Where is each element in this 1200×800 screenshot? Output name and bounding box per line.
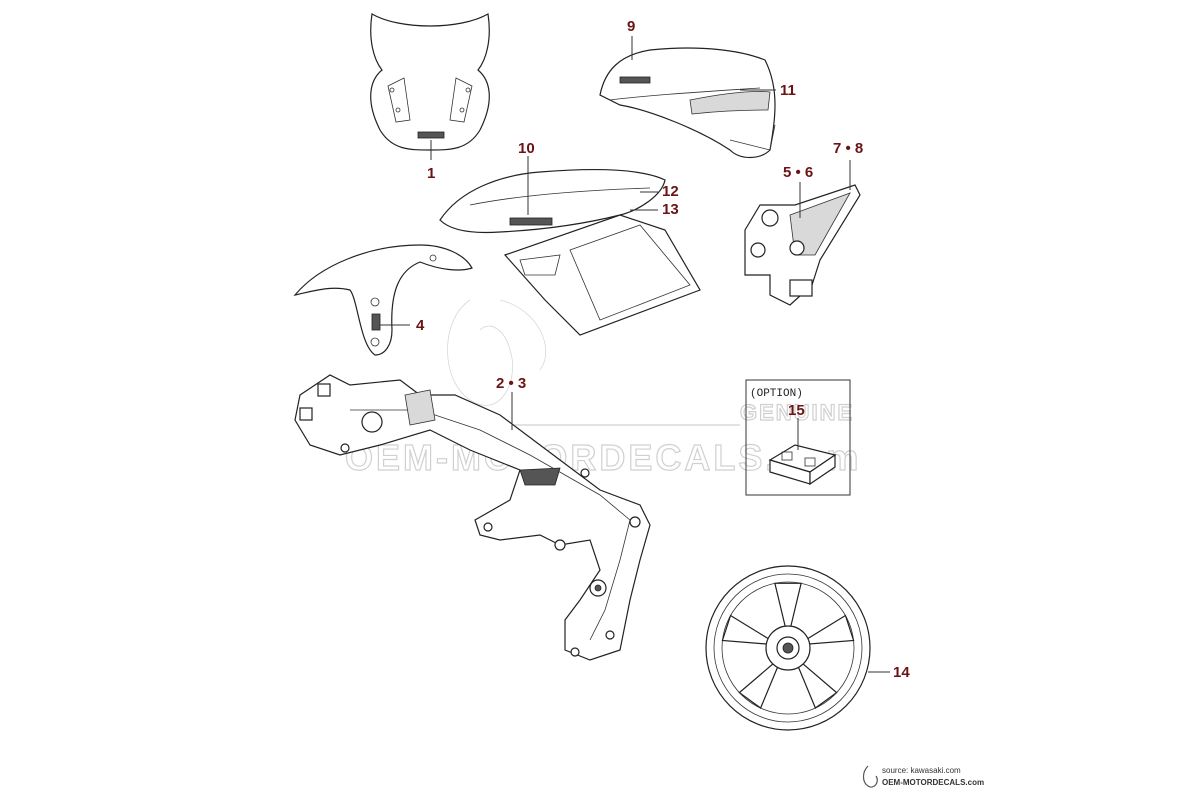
credit-source: source: kawasaki.com: [882, 766, 961, 775]
callout-5-6: 5 • 6: [783, 164, 813, 181]
callout-14: 14: [893, 664, 910, 681]
option-box: (OPTION): [745, 379, 851, 496]
watermark-logo-icon: [447, 299, 547, 406]
callout-7-8: 7 • 8: [833, 140, 863, 157]
side-cowl: [439, 169, 701, 336]
callout-12: 12: [662, 183, 679, 200]
frame: [294, 374, 651, 661]
callout-9: 9: [627, 18, 635, 35]
cowl-brand-decal-icon: [509, 217, 553, 226]
callout-4: 4: [416, 317, 425, 334]
tank-cover: [599, 47, 776, 159]
callout-13: 13: [662, 201, 679, 218]
option-label: (OPTION): [750, 388, 803, 400]
fender-decal-icon: [371, 313, 381, 331]
callout-2-3: 2 • 3: [496, 375, 526, 392]
callout-1: 1: [427, 165, 435, 182]
watermark-genuine: GENUINE: [740, 400, 854, 425]
side-cover: [744, 184, 861, 306]
front-fender: [293, 244, 473, 356]
tank-brand-decal-icon: [619, 76, 651, 84]
windscreen: [370, 13, 490, 151]
credit-logo-icon: [862, 765, 878, 788]
callout-15: 15: [788, 402, 805, 419]
option-part: [768, 444, 837, 486]
wheel: [705, 565, 871, 731]
brand-decal-icon: [417, 131, 445, 139]
callout-10: 10: [518, 140, 535, 157]
credit-block: source: kawasaki.com OEM-MOTORDECALS.com: [862, 765, 984, 788]
credit-site: OEM-MOTORDECALS.com: [882, 778, 984, 787]
callout-11: 11: [780, 82, 796, 99]
